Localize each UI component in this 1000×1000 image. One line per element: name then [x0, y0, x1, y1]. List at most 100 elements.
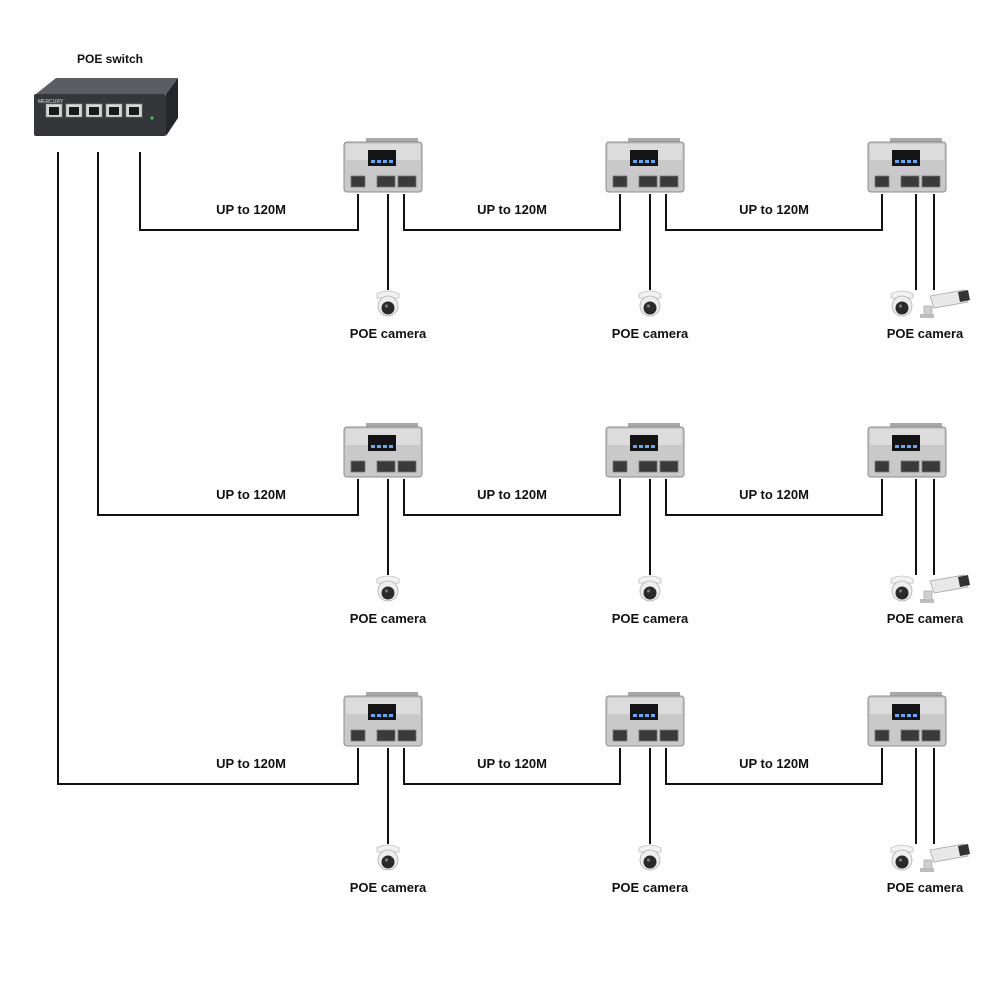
bullet-camera-icon	[920, 574, 970, 603]
extender-led	[383, 714, 387, 717]
extender-port	[900, 460, 920, 473]
extender-led	[645, 445, 649, 448]
link-distance-label: UP to 120M	[739, 202, 809, 217]
link-distance-label: UP to 120M	[477, 202, 547, 217]
poe-extender	[605, 692, 685, 747]
switch-ports	[45, 103, 143, 118]
extender-led	[913, 714, 917, 717]
extender-led	[639, 160, 643, 163]
extender-port	[874, 460, 890, 473]
extender-led	[377, 714, 381, 717]
camera-label: POE camera	[887, 326, 964, 341]
switch-port	[85, 103, 103, 118]
extender-led	[913, 445, 917, 448]
extender-led	[651, 160, 655, 163]
extender-led	[389, 160, 393, 163]
link-distance-label: UP to 120M	[739, 756, 809, 771]
extender-led	[907, 160, 911, 163]
extender-led	[913, 160, 917, 163]
extender-led	[895, 445, 899, 448]
dome-camera-icon	[638, 575, 662, 602]
switch-top-face	[36, 78, 178, 94]
extender-port	[659, 175, 679, 188]
poe-extender	[605, 138, 685, 193]
extender-port	[659, 460, 679, 473]
dome-camera-icon	[376, 844, 400, 871]
poe-extender	[343, 423, 423, 478]
link-distance-label: UP to 120M	[216, 202, 286, 217]
extender-led	[901, 714, 905, 717]
daisy-chain-wire	[665, 479, 883, 516]
camera-label: POE camera	[612, 611, 689, 626]
switch-port	[125, 103, 143, 118]
extender-led	[371, 160, 375, 163]
extender-led	[645, 160, 649, 163]
extender-led	[371, 445, 375, 448]
extender-port	[612, 460, 628, 473]
extender-port	[350, 729, 366, 742]
switch-link-wire	[97, 152, 359, 516]
extender-port	[638, 729, 658, 742]
extender-led	[377, 160, 381, 163]
dome-camera-icon	[376, 575, 400, 602]
extender-port	[612, 175, 628, 188]
extender-port	[900, 729, 920, 742]
extender-label-plate	[368, 435, 396, 451]
switch-port	[65, 103, 83, 118]
poe-switch: POE switch MERCURY	[34, 52, 178, 136]
extender-port	[397, 460, 417, 473]
extender-port	[397, 729, 417, 742]
extender-label-plate	[892, 150, 920, 166]
bullet-camera-icon	[920, 289, 970, 318]
extender-label-plate	[368, 150, 396, 166]
row-3: UP to 120M POE camera UP to 120M POE camera…	[216, 692, 970, 895]
extender-led	[383, 445, 387, 448]
extender-label-plate	[368, 704, 396, 720]
extender-led	[633, 445, 637, 448]
camera-label: POE camera	[612, 880, 689, 895]
extender-led	[651, 445, 655, 448]
poe-extender	[867, 692, 947, 747]
extender-port	[921, 175, 941, 188]
extender-led	[895, 714, 899, 717]
switch-link-wire	[57, 152, 359, 785]
camera-label: POE camera	[612, 326, 689, 341]
camera-label: POE camera	[887, 611, 964, 626]
extender-port	[350, 460, 366, 473]
extender-label-plate	[630, 704, 658, 720]
dome-camera-icon	[890, 575, 914, 602]
extender-led	[639, 714, 643, 717]
extender-led	[377, 445, 381, 448]
link-distance-label: UP to 120M	[216, 756, 286, 771]
link-distance-label: UP to 120M	[477, 756, 547, 771]
switch-port	[105, 103, 123, 118]
extender-led	[639, 445, 643, 448]
dome-camera-icon	[890, 290, 914, 317]
camera-label: POE camera	[350, 880, 427, 895]
switch-port	[45, 103, 63, 118]
extender-led	[389, 445, 393, 448]
extender-label-plate	[630, 435, 658, 451]
daisy-chain-wire	[665, 194, 883, 231]
extender-led	[633, 160, 637, 163]
link-distance-label: UP to 120M	[739, 487, 809, 502]
daisy-chain-wire	[403, 748, 621, 785]
link-distance-label: UP to 120M	[216, 487, 286, 502]
wires	[57, 152, 935, 844]
dome-camera-icon	[890, 844, 914, 871]
camera-label: POE camera	[350, 326, 427, 341]
extender-port	[638, 175, 658, 188]
poe-extender	[343, 138, 423, 193]
extender-led	[371, 714, 375, 717]
extender-led	[633, 714, 637, 717]
switch-title: POE switch	[77, 52, 143, 66]
dome-camera-icon	[376, 290, 400, 317]
extender-led	[645, 714, 649, 717]
extender-led	[907, 714, 911, 717]
extender-port	[376, 175, 396, 188]
daisy-chain-wire	[403, 194, 621, 231]
poe-extender	[867, 423, 947, 478]
extender-port	[376, 729, 396, 742]
row-2: UP to 120M POE camera UP to 120M POE camera…	[216, 423, 970, 626]
